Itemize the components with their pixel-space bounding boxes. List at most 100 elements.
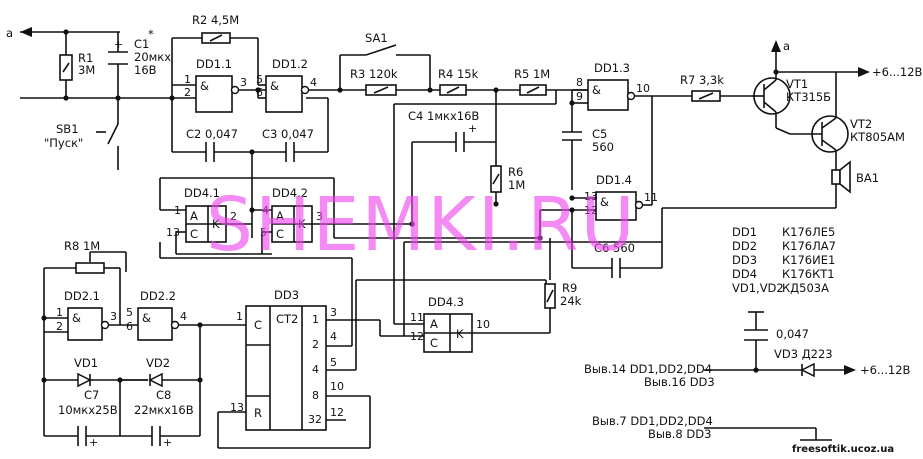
- top-wiring: [20, 27, 752, 206]
- svg-text:VD1,VD2: VD1,VD2: [732, 281, 784, 295]
- svg-text:C3 0,047: C3 0,047: [262, 127, 314, 141]
- svg-text:a: a: [783, 39, 790, 53]
- resistor-r7: R7 3,3k: [680, 73, 724, 102]
- svg-text:CT2: CT2: [276, 312, 298, 326]
- svg-text:*: *: [148, 27, 154, 41]
- svg-text:1: 1: [184, 73, 191, 86]
- svg-text:+6...12В: +6...12В: [860, 363, 911, 377]
- svg-text:&: &: [600, 195, 609, 209]
- svg-text:К176ИЕ1: К176ИЕ1: [782, 253, 835, 267]
- svg-text:VD1: VD1: [74, 356, 98, 370]
- svg-text:R6: R6: [508, 165, 523, 179]
- svg-text:VT2: VT2: [850, 117, 872, 131]
- svg-text:22мкх16В: 22мкх16В: [134, 403, 194, 417]
- capacitor-c1: + C1 20мкх 16В *: [108, 27, 171, 77]
- svg-text:32: 32: [308, 413, 322, 426]
- junction-dots: [41, 29, 779, 383]
- svg-text:C1: C1: [134, 37, 149, 51]
- svg-text:10мкх25В: 10мкх25В: [58, 403, 118, 417]
- resistor-r1: R1 3M: [59, 51, 95, 81]
- svg-text:A: A: [276, 209, 284, 223]
- svg-text:3: 3: [110, 310, 117, 323]
- svg-text:КД503А: КД503А: [782, 281, 829, 295]
- svg-text:R5 1M: R5 1M: [514, 67, 550, 81]
- svg-text:R9: R9: [562, 281, 577, 295]
- svg-text:2: 2: [56, 320, 63, 333]
- svg-text:2: 2: [184, 86, 191, 99]
- svg-text:C8: C8: [156, 388, 171, 402]
- svg-text:R: R: [254, 406, 262, 420]
- svg-text:16В: 16В: [134, 63, 157, 77]
- svg-text:1: 1: [312, 313, 319, 326]
- svg-text:3: 3: [316, 210, 323, 223]
- svg-text:6: 6: [256, 86, 263, 99]
- svg-text:C: C: [276, 227, 284, 241]
- svg-text:R8 1M: R8 1M: [64, 239, 100, 253]
- svg-text:K: K: [212, 217, 220, 231]
- gate-dd2-2: & DD2.2 5 6 4: [126, 289, 246, 380]
- svg-text:DD2.1: DD2.1: [64, 289, 100, 303]
- svg-text:C6 560: C6 560: [594, 241, 635, 255]
- svg-text:0,047: 0,047: [776, 327, 809, 341]
- resistor-r8: R8 1M: [43, 239, 127, 380]
- svg-text:3M: 3M: [78, 63, 95, 77]
- svg-text:3: 3: [330, 306, 337, 319]
- capacitor-c4: + C4 1мкх16В: [408, 109, 496, 152]
- svg-text:Выв.16 DD3: Выв.16 DD3: [644, 375, 715, 389]
- svg-text:"Пуск": "Пуск": [44, 136, 83, 150]
- transistor-vt1: a VT1 КТ315Б +6...12В: [752, 39, 923, 128]
- svg-text:K: K: [456, 327, 464, 341]
- svg-text:5: 5: [330, 356, 337, 369]
- source-label: freesoftik.ucoz.ua: [792, 444, 894, 455]
- svg-text:6: 6: [126, 320, 133, 333]
- svg-text:VD3 Д223: VD3 Д223: [774, 347, 833, 361]
- svg-text:10: 10: [330, 380, 344, 393]
- svg-text:4: 4: [180, 310, 187, 323]
- resistor-r2: R2 4,5M: [192, 13, 239, 44]
- svg-text:+: +: [163, 436, 172, 449]
- resistor-r5: R5 1M: [514, 67, 550, 96]
- svg-text:DD2: DD2: [732, 239, 757, 253]
- switch-dd4-3: A C K DD4.3 11 12 10: [394, 295, 551, 353]
- svg-text:Выв.8 DD3: Выв.8 DD3: [648, 427, 711, 441]
- svg-text:DD4.3: DD4.3: [428, 295, 464, 309]
- svg-text:4: 4: [312, 363, 319, 376]
- svg-text:5: 5: [126, 306, 133, 319]
- svg-text:10: 10: [476, 318, 490, 331]
- svg-text:8: 8: [576, 76, 583, 89]
- svg-text:К176ЛЕ5: К176ЛЕ5: [782, 225, 835, 239]
- watermark: SHEMKI.RU: [206, 182, 637, 268]
- svg-text:8: 8: [312, 389, 319, 402]
- svg-text:VT1: VT1: [786, 77, 808, 91]
- svg-text:A: A: [190, 209, 198, 223]
- parts-table: DD1 К176ЛЕ5 DD2 К176ЛА7 DD3 К176ИЕ1 DD4 …: [732, 225, 836, 295]
- svg-text:R7 3,3k: R7 3,3k: [680, 73, 724, 87]
- svg-text:9: 9: [576, 90, 583, 103]
- svg-text:11: 11: [644, 191, 658, 204]
- resistor-r3: R3 120k: [350, 67, 398, 96]
- svg-text:1M: 1M: [508, 178, 525, 192]
- svg-text:C4 1мкх16В: C4 1мкх16В: [408, 109, 479, 123]
- svg-text:+: +: [89, 436, 98, 449]
- svg-text:12: 12: [330, 406, 344, 419]
- svg-text:DD1.3: DD1.3: [594, 61, 630, 75]
- gate-dd1-3: & DD1.3 8 9 10: [576, 61, 650, 111]
- power-section: 0,047 VD3 Д223 +6...12В Выв.14 DD1,DD2,D…: [584, 311, 911, 441]
- svg-text:2: 2: [312, 338, 319, 351]
- svg-text:DD2.2: DD2.2: [140, 289, 176, 303]
- svg-text:C7: C7: [84, 388, 99, 402]
- svg-text:560: 560: [592, 140, 614, 154]
- svg-text:DD3: DD3: [732, 253, 757, 267]
- svg-text:+: +: [468, 122, 477, 135]
- capacitor-c2: C2 0,047: [171, 98, 252, 162]
- svg-text:3: 3: [240, 76, 247, 89]
- svg-text:BA1: BA1: [856, 171, 879, 185]
- svg-text:К176ЛА7: К176ЛА7: [782, 239, 836, 253]
- capacitor-c3: C3 0,047: [252, 97, 329, 162]
- diode-vd2: VD2: [120, 356, 200, 388]
- svg-text:DD4.1: DD4.1: [184, 186, 220, 200]
- svg-text:К176КТ1: К176КТ1: [782, 267, 835, 281]
- svg-text:R1: R1: [78, 51, 93, 65]
- capacitor-c5: C5 560: [562, 103, 614, 190]
- svg-text:Выв.14 DD1,DD2,DD4: Выв.14 DD1,DD2,DD4: [584, 362, 712, 376]
